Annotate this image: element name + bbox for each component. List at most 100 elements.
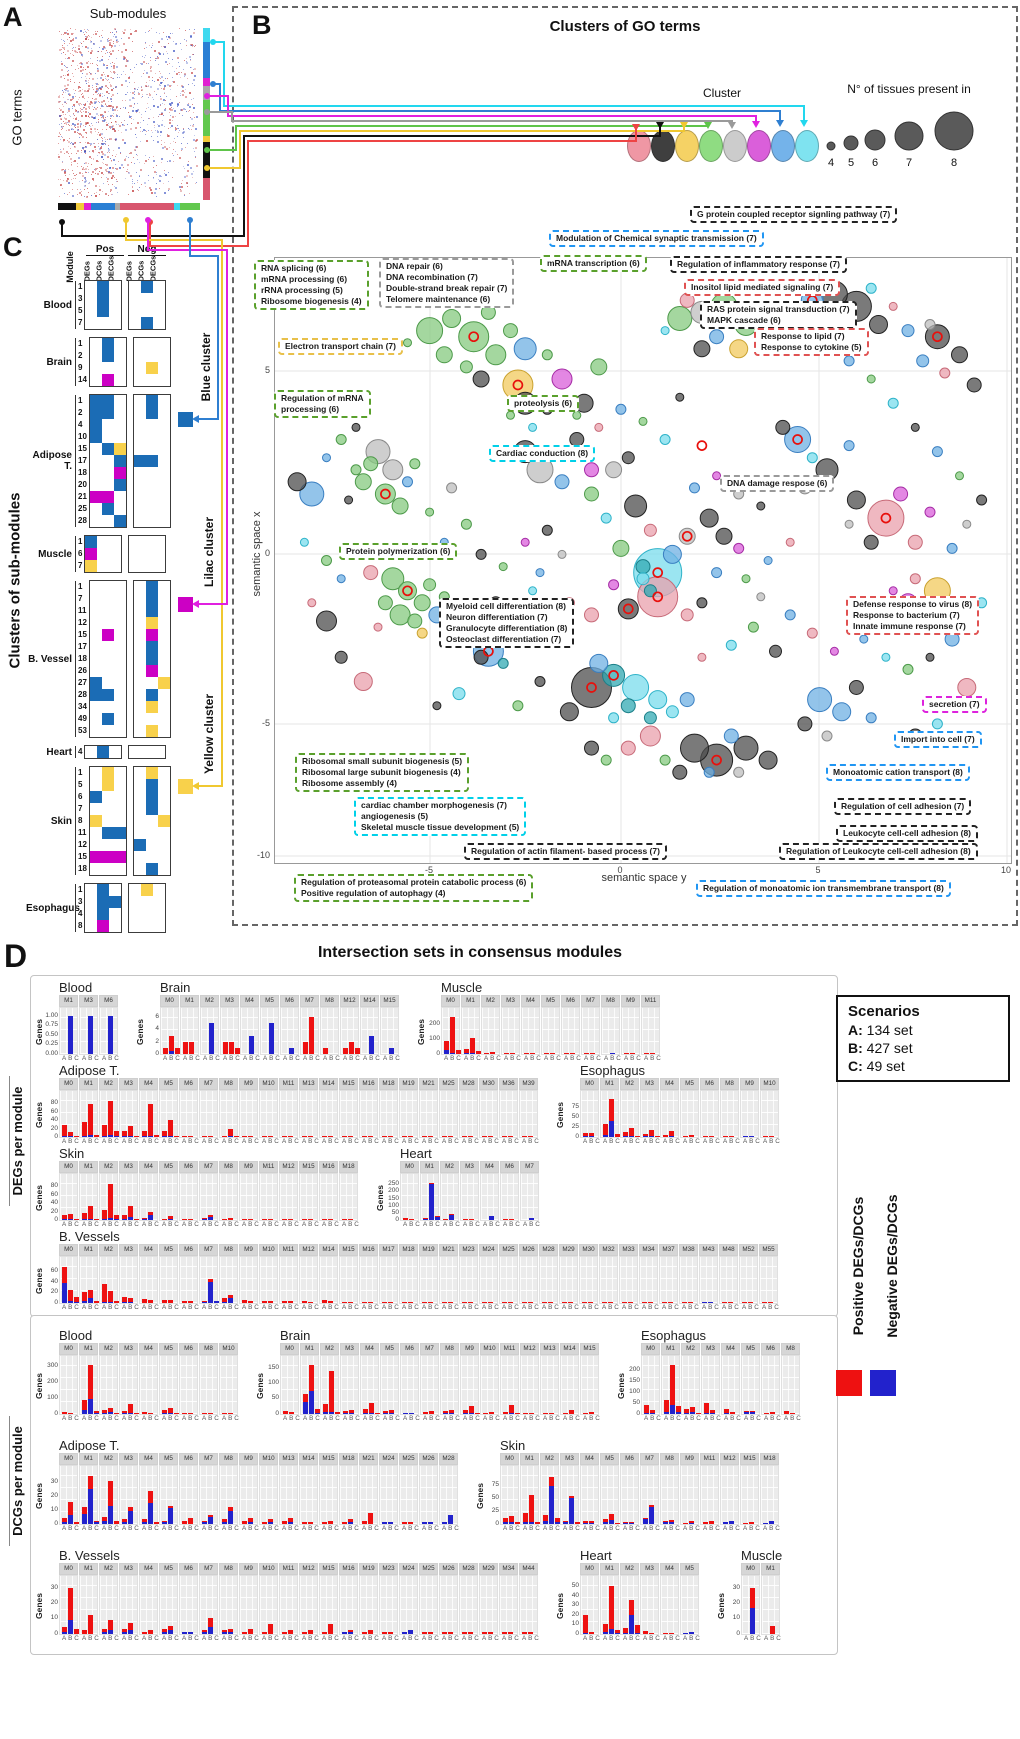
abc-axis-labels: ABC [763,1138,782,1145]
module-cell [145,665,158,677]
module-plot [99,1354,119,1415]
bar-positive [142,1130,147,1136]
module-cell [109,896,122,908]
heatmap-dot [67,129,70,132]
bar-positive [88,1289,93,1298]
module-header: M1 [79,1078,98,1090]
bar-negative [162,1136,167,1137]
bar-negative [649,1506,654,1524]
bar-negative [142,1136,147,1137]
module-header: M3 [340,1342,359,1355]
go-annotation-line: Modulation of Chemical synaptic transmis… [556,233,757,243]
heatmap-dot [193,98,195,100]
bar-negative [168,1630,173,1634]
abc-axis-labels: ABC [744,1414,763,1422]
module-header: M9 [460,1342,479,1355]
heatmap-dot [136,122,139,125]
abc-axis-labels: ABC [222,1221,241,1228]
module-plot [179,1354,198,1415]
go-annotation: Regulation of cell adhesion (7) [834,798,972,816]
bar-positive [609,1099,614,1121]
heatmap-dot [117,74,119,76]
bar-negative [543,1520,548,1524]
heatmap-dot [108,101,110,103]
heatmap-dot [63,41,65,43]
heatmap-dot [90,41,93,44]
heatmap-dot [65,118,68,121]
go-term-bubble [608,579,620,591]
module-header: M1 [79,1161,98,1173]
heatmap-dot [114,129,117,132]
heatmap-dot [66,90,68,92]
bar-positive [342,1301,347,1303]
bar-positive [262,1219,267,1220]
bar-negative [644,1412,649,1414]
legend-label: Positive DEGs/DCGs [850,1196,866,1336]
bar-positive [188,1412,193,1414]
heatmap-dot [166,36,168,38]
bar-negative [670,1404,675,1414]
heatmap-dot [161,112,164,115]
module-header: M5 [680,1562,699,1575]
abc-axis-labels: ABC [62,1138,81,1145]
heatmap-dot [67,108,70,111]
module-plot [459,1256,478,1304]
heatmap-dot [58,153,60,155]
heatmap-dot [186,170,189,173]
y-tick: 20 [50,1598,58,1606]
heatmap-dot [86,28,88,30]
bar-positive [750,1411,755,1413]
heatmap-dot [85,162,88,165]
heatmap-dot [88,116,90,118]
heatmap-dot [190,67,191,69]
heatmap-dot [155,183,157,185]
abc-axis-labels: ABC [382,1304,401,1311]
heatmap-dot [86,72,89,75]
module-cell [133,827,146,839]
heatmap-dot [114,45,116,48]
heatmap-dot [110,159,112,161]
heatmap-dot [75,109,77,111]
module-plot [499,1090,518,1138]
heatmap-dot [91,123,93,125]
bar-positive [528,1631,533,1634]
go-term-bubble [458,321,490,353]
abc-axis-labels: ABC [62,1055,81,1062]
abc-axis-labels: ABC [362,1634,381,1642]
heatmap-dot [70,129,72,131]
heatmap-dot [101,138,103,140]
module-cell [109,560,122,572]
module-plot [340,1007,360,1055]
heatmap-dot [106,163,109,166]
heatmap-dot [60,52,62,54]
heatmap-dot [85,114,88,117]
heatmap-dot [124,73,126,75]
abc-axis-labels: ABC [82,1055,101,1062]
module-cell [133,419,146,431]
module-numbers: 4 [75,746,82,758]
heatmap-dot [189,105,192,108]
go-term-bubble [534,676,546,687]
heatmap-dot [128,75,130,77]
c-col-label: DCGs [136,260,146,282]
abc-axis-labels: ABC [242,1634,261,1642]
module-plot [699,1256,718,1304]
module-cell [153,305,166,317]
module-cell [157,725,170,737]
go-term-bubble [551,368,573,390]
module-number: 17 [75,455,87,467]
heatmap-dot [158,125,161,128]
module-plot [300,1007,319,1055]
